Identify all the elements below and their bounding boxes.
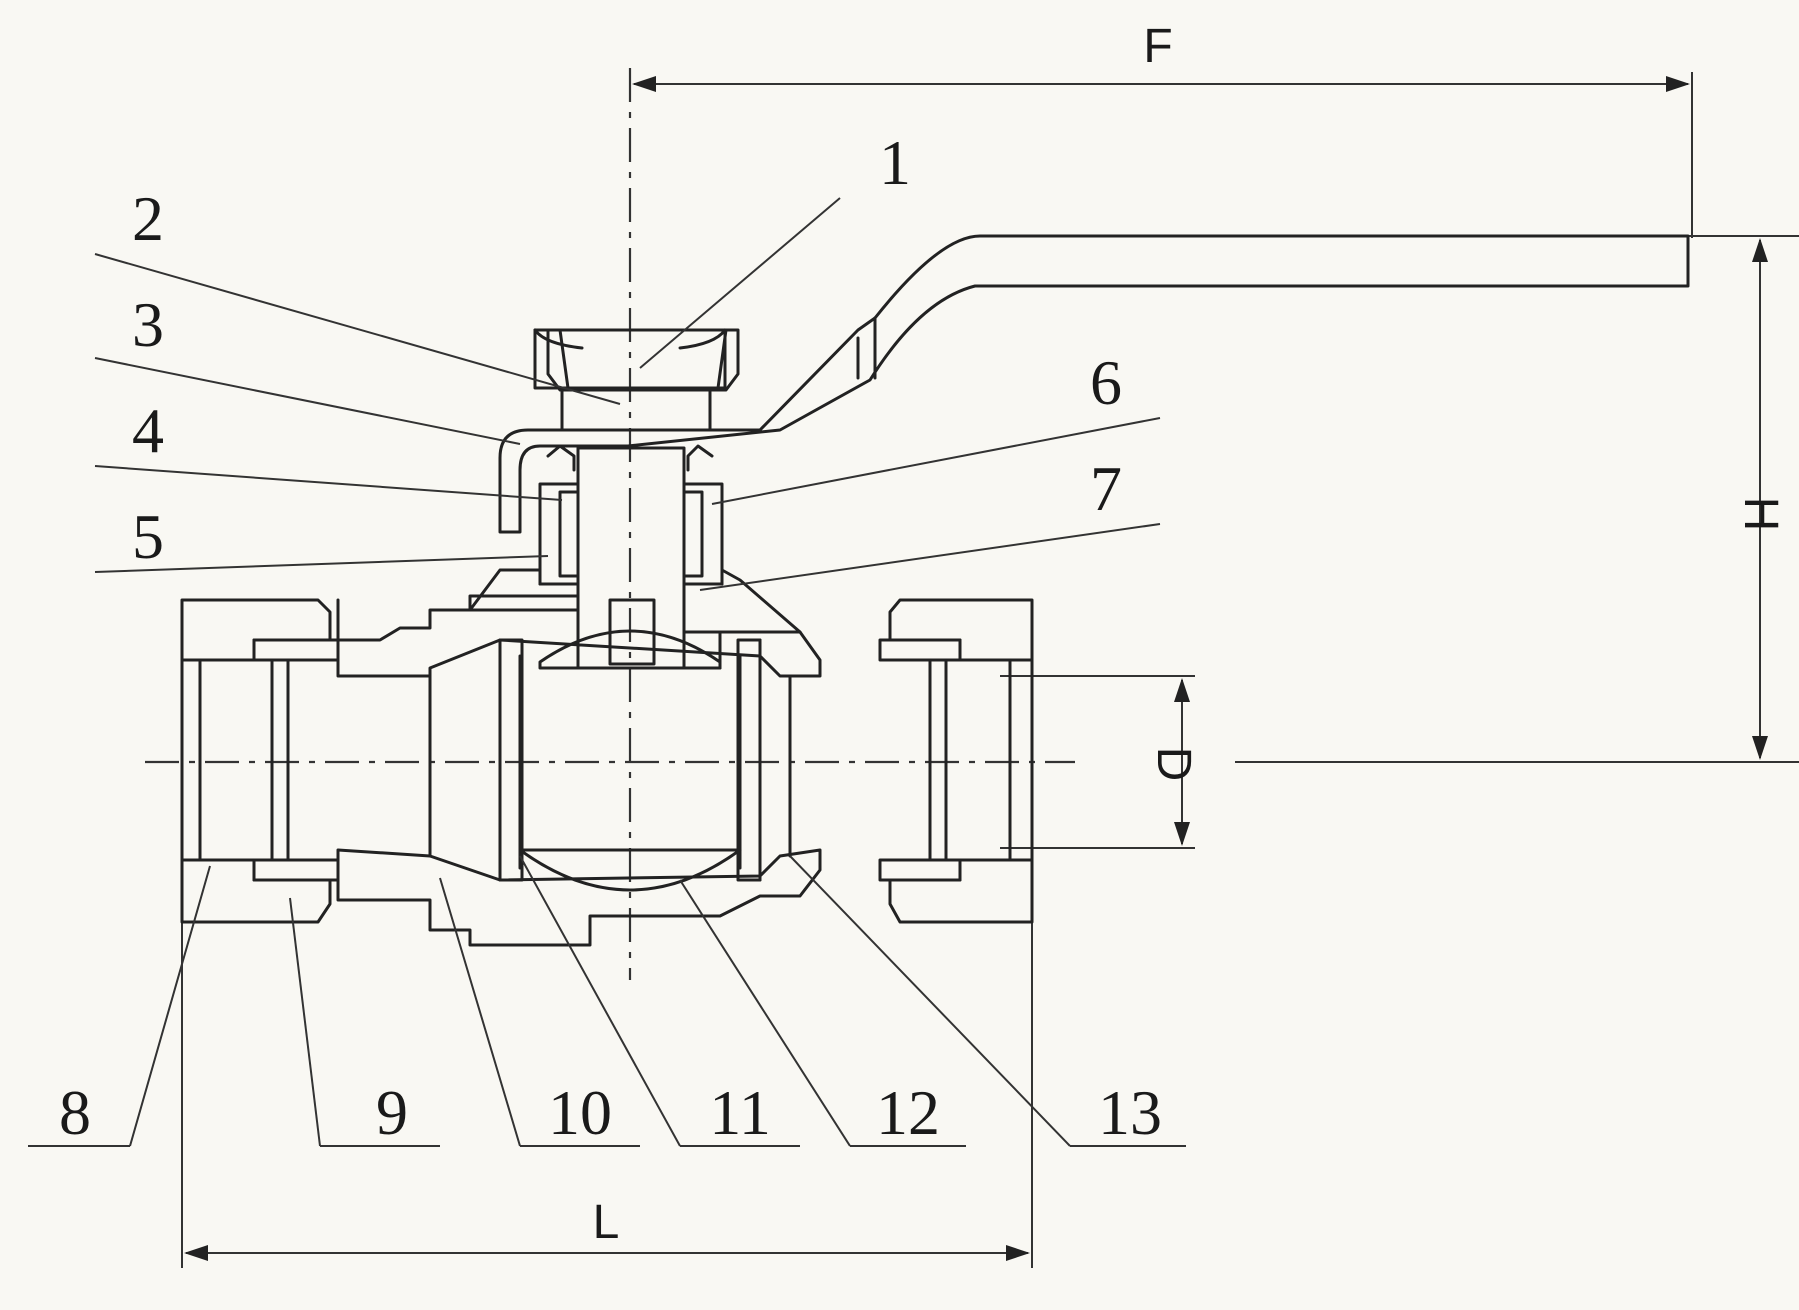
part-label-1: 1 <box>879 127 911 198</box>
part-label-7: 7 <box>1090 453 1122 524</box>
dimension-d: D <box>1000 675 1200 849</box>
center-lines <box>145 68 1075 980</box>
part-labels: 1 2 3 4 5 6 7 8 9 10 11 12 13 <box>59 127 1162 1148</box>
lever-handle <box>498 234 1690 534</box>
dimension-l: L <box>181 900 1033 1268</box>
part-label-10: 10 <box>548 1077 612 1148</box>
part-label-9: 9 <box>376 1077 408 1148</box>
part-label-4: 4 <box>132 395 164 466</box>
part-label-13: 13 <box>1098 1077 1162 1148</box>
part-label-2: 2 <box>132 183 164 254</box>
part-label-5: 5 <box>132 501 164 572</box>
dimension-label-h: H <box>1734 497 1787 532</box>
part-label-6: 6 <box>1090 347 1122 418</box>
part-label-11: 11 <box>709 1077 771 1148</box>
part-label-3: 3 <box>132 289 164 360</box>
part-label-8: 8 <box>59 1077 91 1148</box>
dimension-label-d: D <box>1147 747 1200 782</box>
dimension-label-l: L <box>593 1196 620 1249</box>
leader-lines <box>28 197 1186 1147</box>
stem-nut <box>533 328 740 432</box>
dimension-f: F <box>632 20 1693 238</box>
part-label-12: 12 <box>876 1077 940 1148</box>
valve-body <box>180 594 1034 947</box>
dimension-label-f: F <box>1143 20 1172 73</box>
bore-and-ball <box>180 598 1034 892</box>
dimension-h: H <box>1235 235 1799 763</box>
